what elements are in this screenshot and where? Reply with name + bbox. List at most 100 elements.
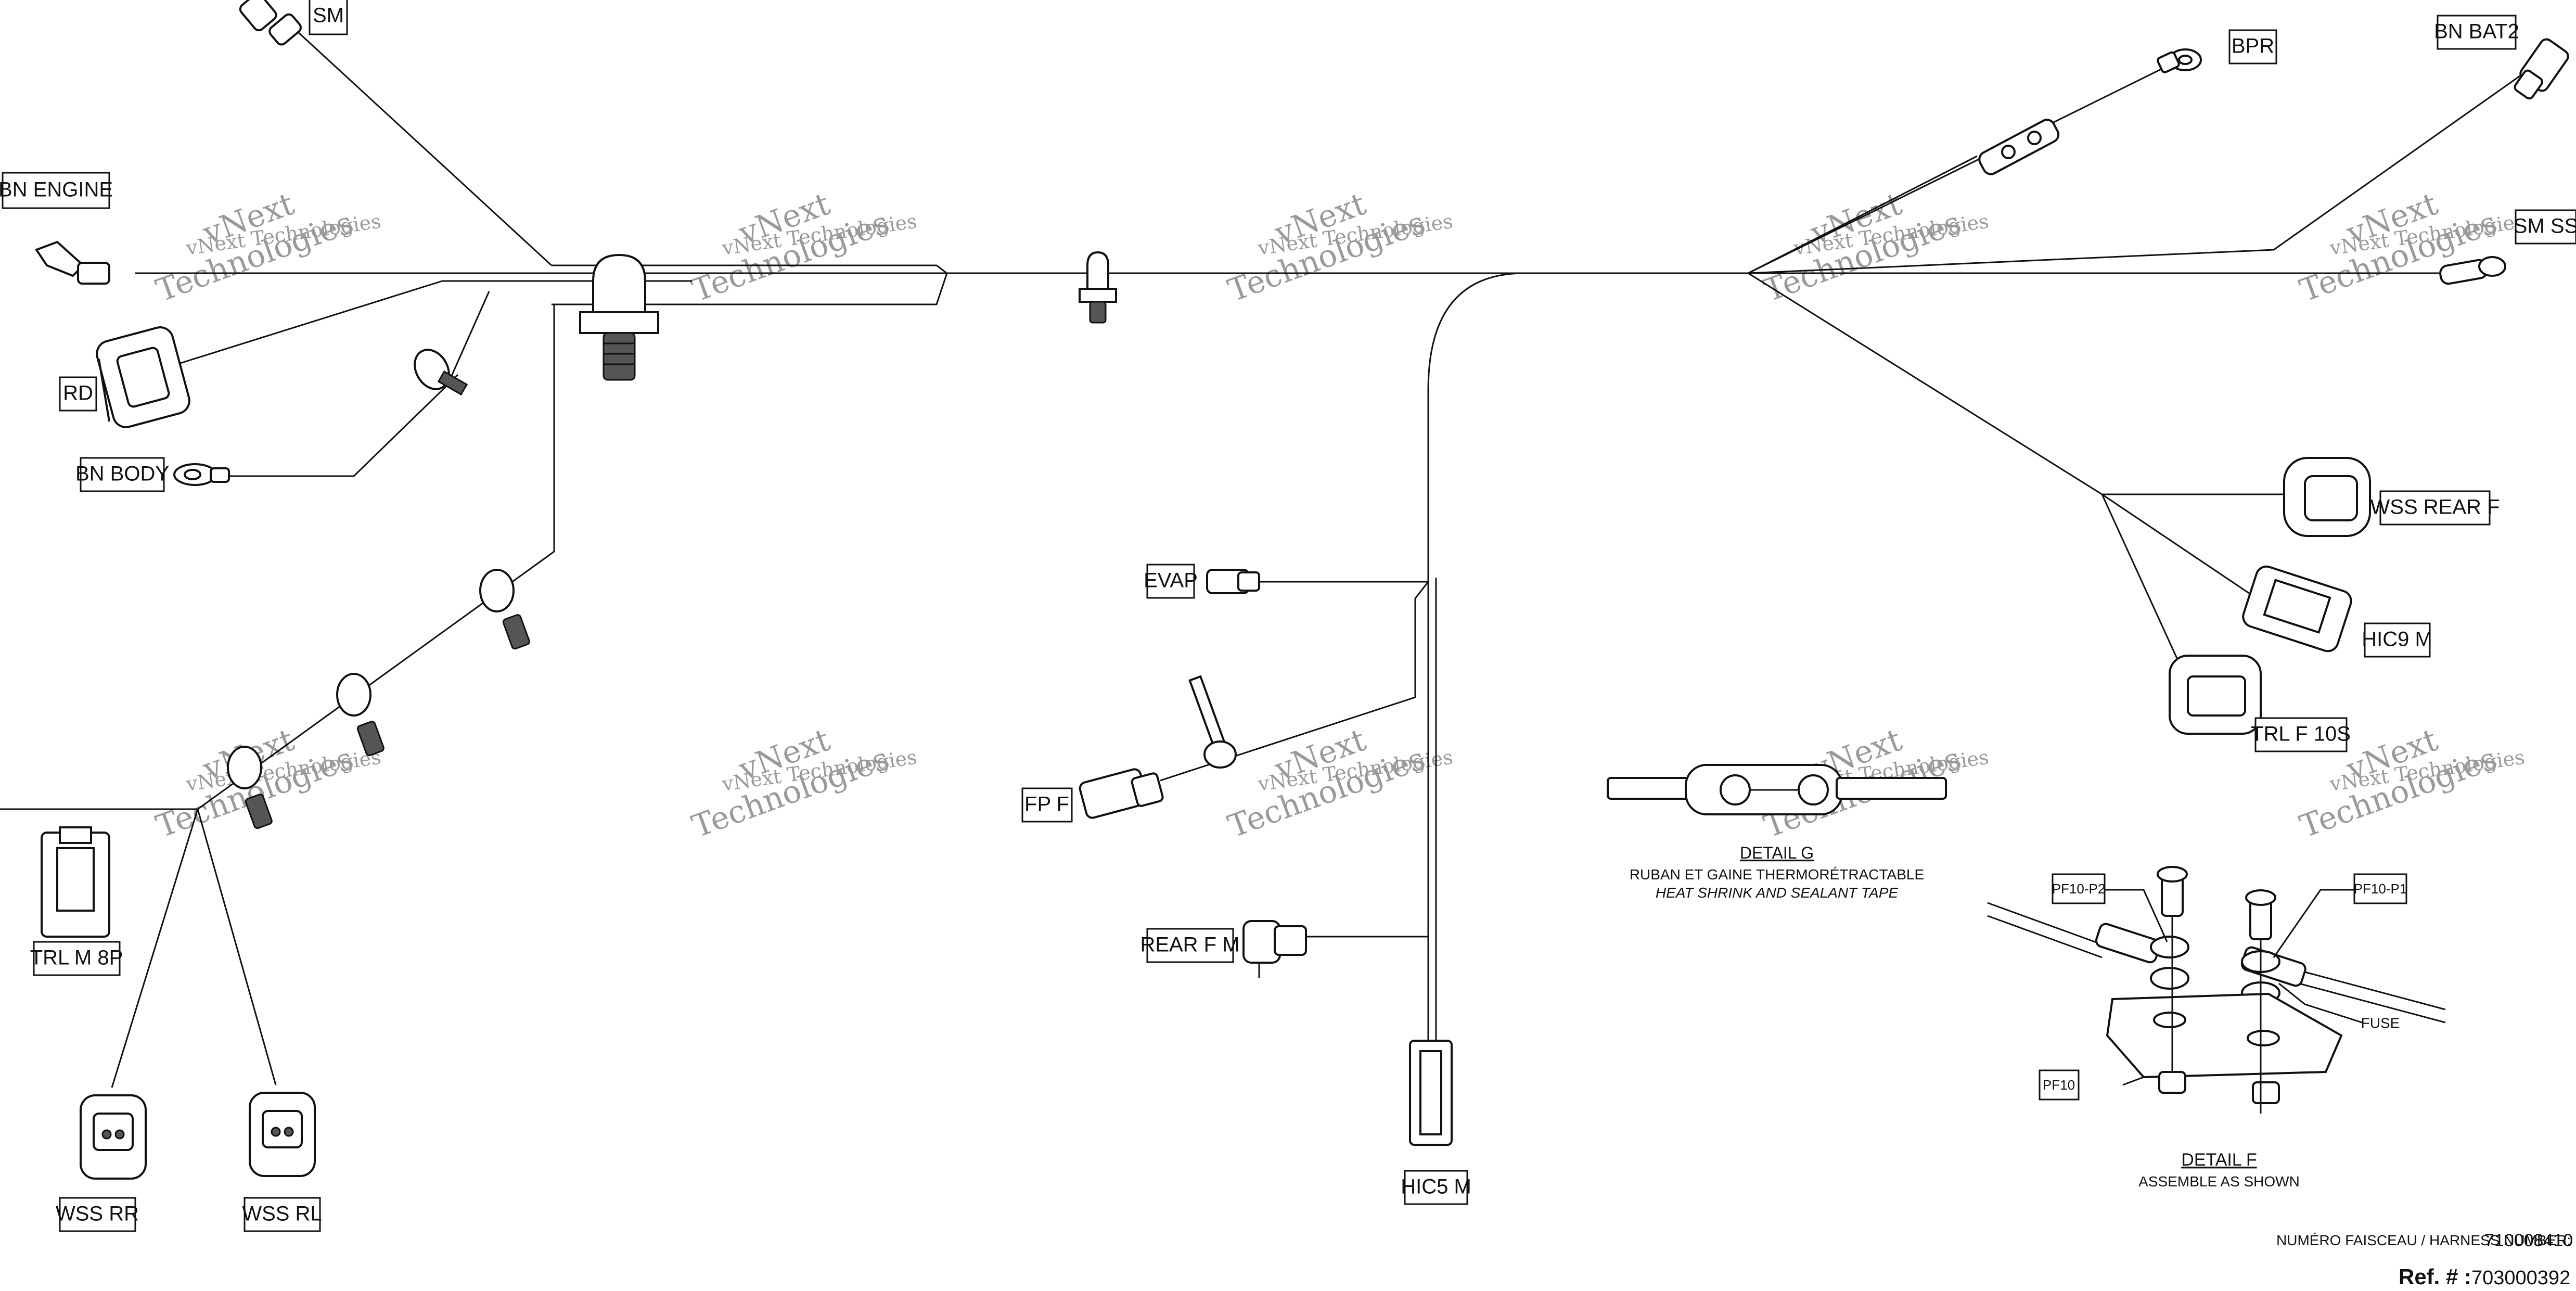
ref-number: 703000392 bbox=[2471, 1267, 2570, 1289]
trl-f-10s-connector-icon bbox=[2169, 655, 2262, 735]
svg-text:PF10-P1: PF10-P1 bbox=[2354, 881, 2407, 897]
label-bpr: BPR bbox=[2228, 29, 2277, 65]
label-sm-ss: SM SS bbox=[2514, 209, 2576, 245]
branch-clip-2-icon bbox=[336, 673, 385, 757]
harness-clip-icon bbox=[414, 349, 468, 396]
label-trl-m-8p: TRL M 8P bbox=[30, 941, 123, 976]
svg-text:EVAP: EVAP bbox=[1144, 569, 1198, 592]
ref-label: Ref. # : bbox=[2399, 1264, 2471, 1289]
components-layer bbox=[34, 0, 2569, 1180]
label-rear-f-m: REAR F M bbox=[1140, 928, 1240, 963]
svg-text:HIC9 M: HIC9 M bbox=[2362, 628, 2432, 651]
svg-text:HIC5 M: HIC5 M bbox=[1401, 1175, 1471, 1198]
bn-bat2-wire bbox=[1748, 61, 2540, 274]
trunk-branch-upper bbox=[552, 264, 948, 305]
svg-text:BPR: BPR bbox=[2232, 35, 2274, 58]
wss-rl-connector-icon bbox=[249, 1092, 316, 1177]
rd-connector-icon bbox=[96, 326, 190, 428]
label-wss-rl: WSS RL bbox=[242, 1197, 322, 1232]
svg-text:PF10-P2: PF10-P2 bbox=[2052, 881, 2106, 897]
label-hic5-m: HIC5 M bbox=[1401, 1170, 1471, 1205]
svg-text:RD: RD bbox=[63, 382, 93, 405]
trl-m-8p-connector-icon bbox=[41, 826, 110, 938]
wss-rr-wire bbox=[111, 809, 199, 1088]
rear-f-m-connector-icon bbox=[1242, 920, 1307, 978]
label-pf10-p2: PF10-P2 bbox=[2052, 873, 2106, 904]
label-evap: EVAP bbox=[1144, 564, 1198, 599]
detail-g-line2: HEAT SHRINK AND SEALANT TAPE bbox=[1656, 885, 1899, 901]
label-wss-rear-f: WSS REAR F bbox=[2370, 490, 2500, 526]
svg-text:SM: SM bbox=[313, 4, 344, 27]
trunk-clip-icon bbox=[1079, 251, 1117, 324]
detail-g-title: DETAIL G bbox=[1740, 843, 1814, 862]
tie-strap-icon bbox=[1188, 675, 1237, 769]
bn-body-wire bbox=[229, 291, 490, 477]
label-bn-engine: BN ENGINE bbox=[0, 172, 113, 209]
detail-f-title: DETAIL F bbox=[2181, 1150, 2257, 1170]
svg-text:WSS RL: WSS RL bbox=[242, 1203, 322, 1225]
hic9-wire bbox=[2101, 493, 2253, 597]
svg-text:WSS REAR F: WSS REAR F bbox=[2370, 496, 2500, 519]
svg-text:WSS RR: WSS RR bbox=[56, 1203, 139, 1225]
label-bn-bat2: BN BAT2 bbox=[2434, 15, 2519, 50]
label-trl-f-10s: TRL F 10S bbox=[2251, 717, 2351, 752]
hic9-m-connector-icon bbox=[2242, 565, 2352, 653]
wss-rear-f-connector-icon bbox=[2283, 457, 2371, 537]
svg-text:FUSE: FUSE bbox=[2361, 1015, 2400, 1031]
label-bn-body: BN BODY bbox=[75, 457, 169, 492]
detail-f: DETAIL F ASSEMBLE AS SHOWN bbox=[1987, 866, 2446, 1190]
branch-clip-3-icon bbox=[227, 746, 273, 829]
rd-wire bbox=[176, 280, 443, 365]
svg-text:BN BAT2: BN BAT2 bbox=[2434, 20, 2519, 43]
bpr-fuse-wire bbox=[1748, 155, 1978, 274]
detail-f-line1: ASSEMBLE AS SHOWN bbox=[2138, 1173, 2300, 1190]
svg-text:BN BODY: BN BODY bbox=[75, 463, 169, 485]
fp-wire bbox=[1160, 581, 1429, 782]
wss-rl-wire bbox=[197, 809, 277, 1085]
sm-wire bbox=[290, 25, 553, 266]
fp-f-connector-icon bbox=[1079, 768, 1164, 819]
pf10-p2-leader bbox=[2102, 889, 2168, 942]
svg-text:REAR F M: REAR F M bbox=[1140, 934, 1239, 956]
footer: NUMÉRO FAISCEAU / HARNESS NUMBER: 710008… bbox=[2276, 1231, 2573, 1289]
label-pf10: PF10 bbox=[2039, 1069, 2080, 1101]
branch-clip-1-icon bbox=[479, 569, 530, 650]
label-wss-rr: WSS RR bbox=[56, 1197, 139, 1232]
svg-text:BN ENGINE: BN ENGINE bbox=[0, 178, 113, 201]
bpr-wire bbox=[1748, 59, 2181, 274]
p-clip-icon bbox=[579, 253, 659, 381]
label-rd: RD bbox=[59, 376, 97, 412]
label-fp-f: FP F bbox=[1021, 787, 1073, 823]
right-lower-branch bbox=[1748, 272, 2103, 495]
sm-ss-terminal-icon bbox=[2439, 256, 2506, 285]
trl-f-wire bbox=[2101, 494, 2186, 677]
label-hic9-m: HIC9 M bbox=[2362, 622, 2432, 658]
hic5-m-connector-icon bbox=[1409, 1040, 1453, 1146]
bn-body-terminal-icon bbox=[173, 463, 230, 486]
pf10-p1-leader bbox=[2273, 889, 2357, 958]
sm-terminal-icon bbox=[239, 0, 302, 46]
svg-text:PF10: PF10 bbox=[2043, 1077, 2075, 1093]
harness-number-label: NUMÉRO FAISCEAU / HARNESS NUMBER: bbox=[2276, 1232, 2571, 1248]
heat-shrink-icon bbox=[1607, 764, 1947, 815]
label-fuse: FUSE bbox=[2361, 1015, 2400, 1031]
fuse-leader bbox=[2278, 982, 2363, 1024]
bpr-terminal-icon bbox=[2157, 48, 2202, 73]
svg-text:TRL M 8P: TRL M 8P bbox=[30, 947, 123, 969]
svg-text:TRL F 10S: TRL F 10S bbox=[2251, 723, 2351, 746]
fuse-assembly-icon bbox=[1987, 866, 2446, 1114]
wss-rr-connector-icon bbox=[80, 1094, 147, 1180]
detail-g-line1: RUBAN ET GAINE THERMORÉTRACTABLE bbox=[1630, 866, 1924, 883]
detail-g: DETAIL G RUBAN ET GAINE THERMORÉTRACTABL… bbox=[1607, 764, 1947, 901]
svg-text:SM SS: SM SS bbox=[2514, 215, 2576, 238]
wire-layer bbox=[0, 25, 2540, 1088]
label-sm: SM bbox=[309, 0, 348, 35]
pf10-leader bbox=[2122, 1076, 2144, 1086]
svg-text:FP F: FP F bbox=[1024, 793, 1069, 816]
bn-engine-terminal-icon bbox=[34, 240, 110, 285]
bn-bat2-terminal-icon bbox=[2514, 38, 2569, 100]
inline-fuse-icon bbox=[1978, 119, 2060, 175]
lower-left-branch bbox=[197, 304, 555, 810]
label-pf10-p1: PF10-P1 bbox=[2353, 873, 2407, 904]
